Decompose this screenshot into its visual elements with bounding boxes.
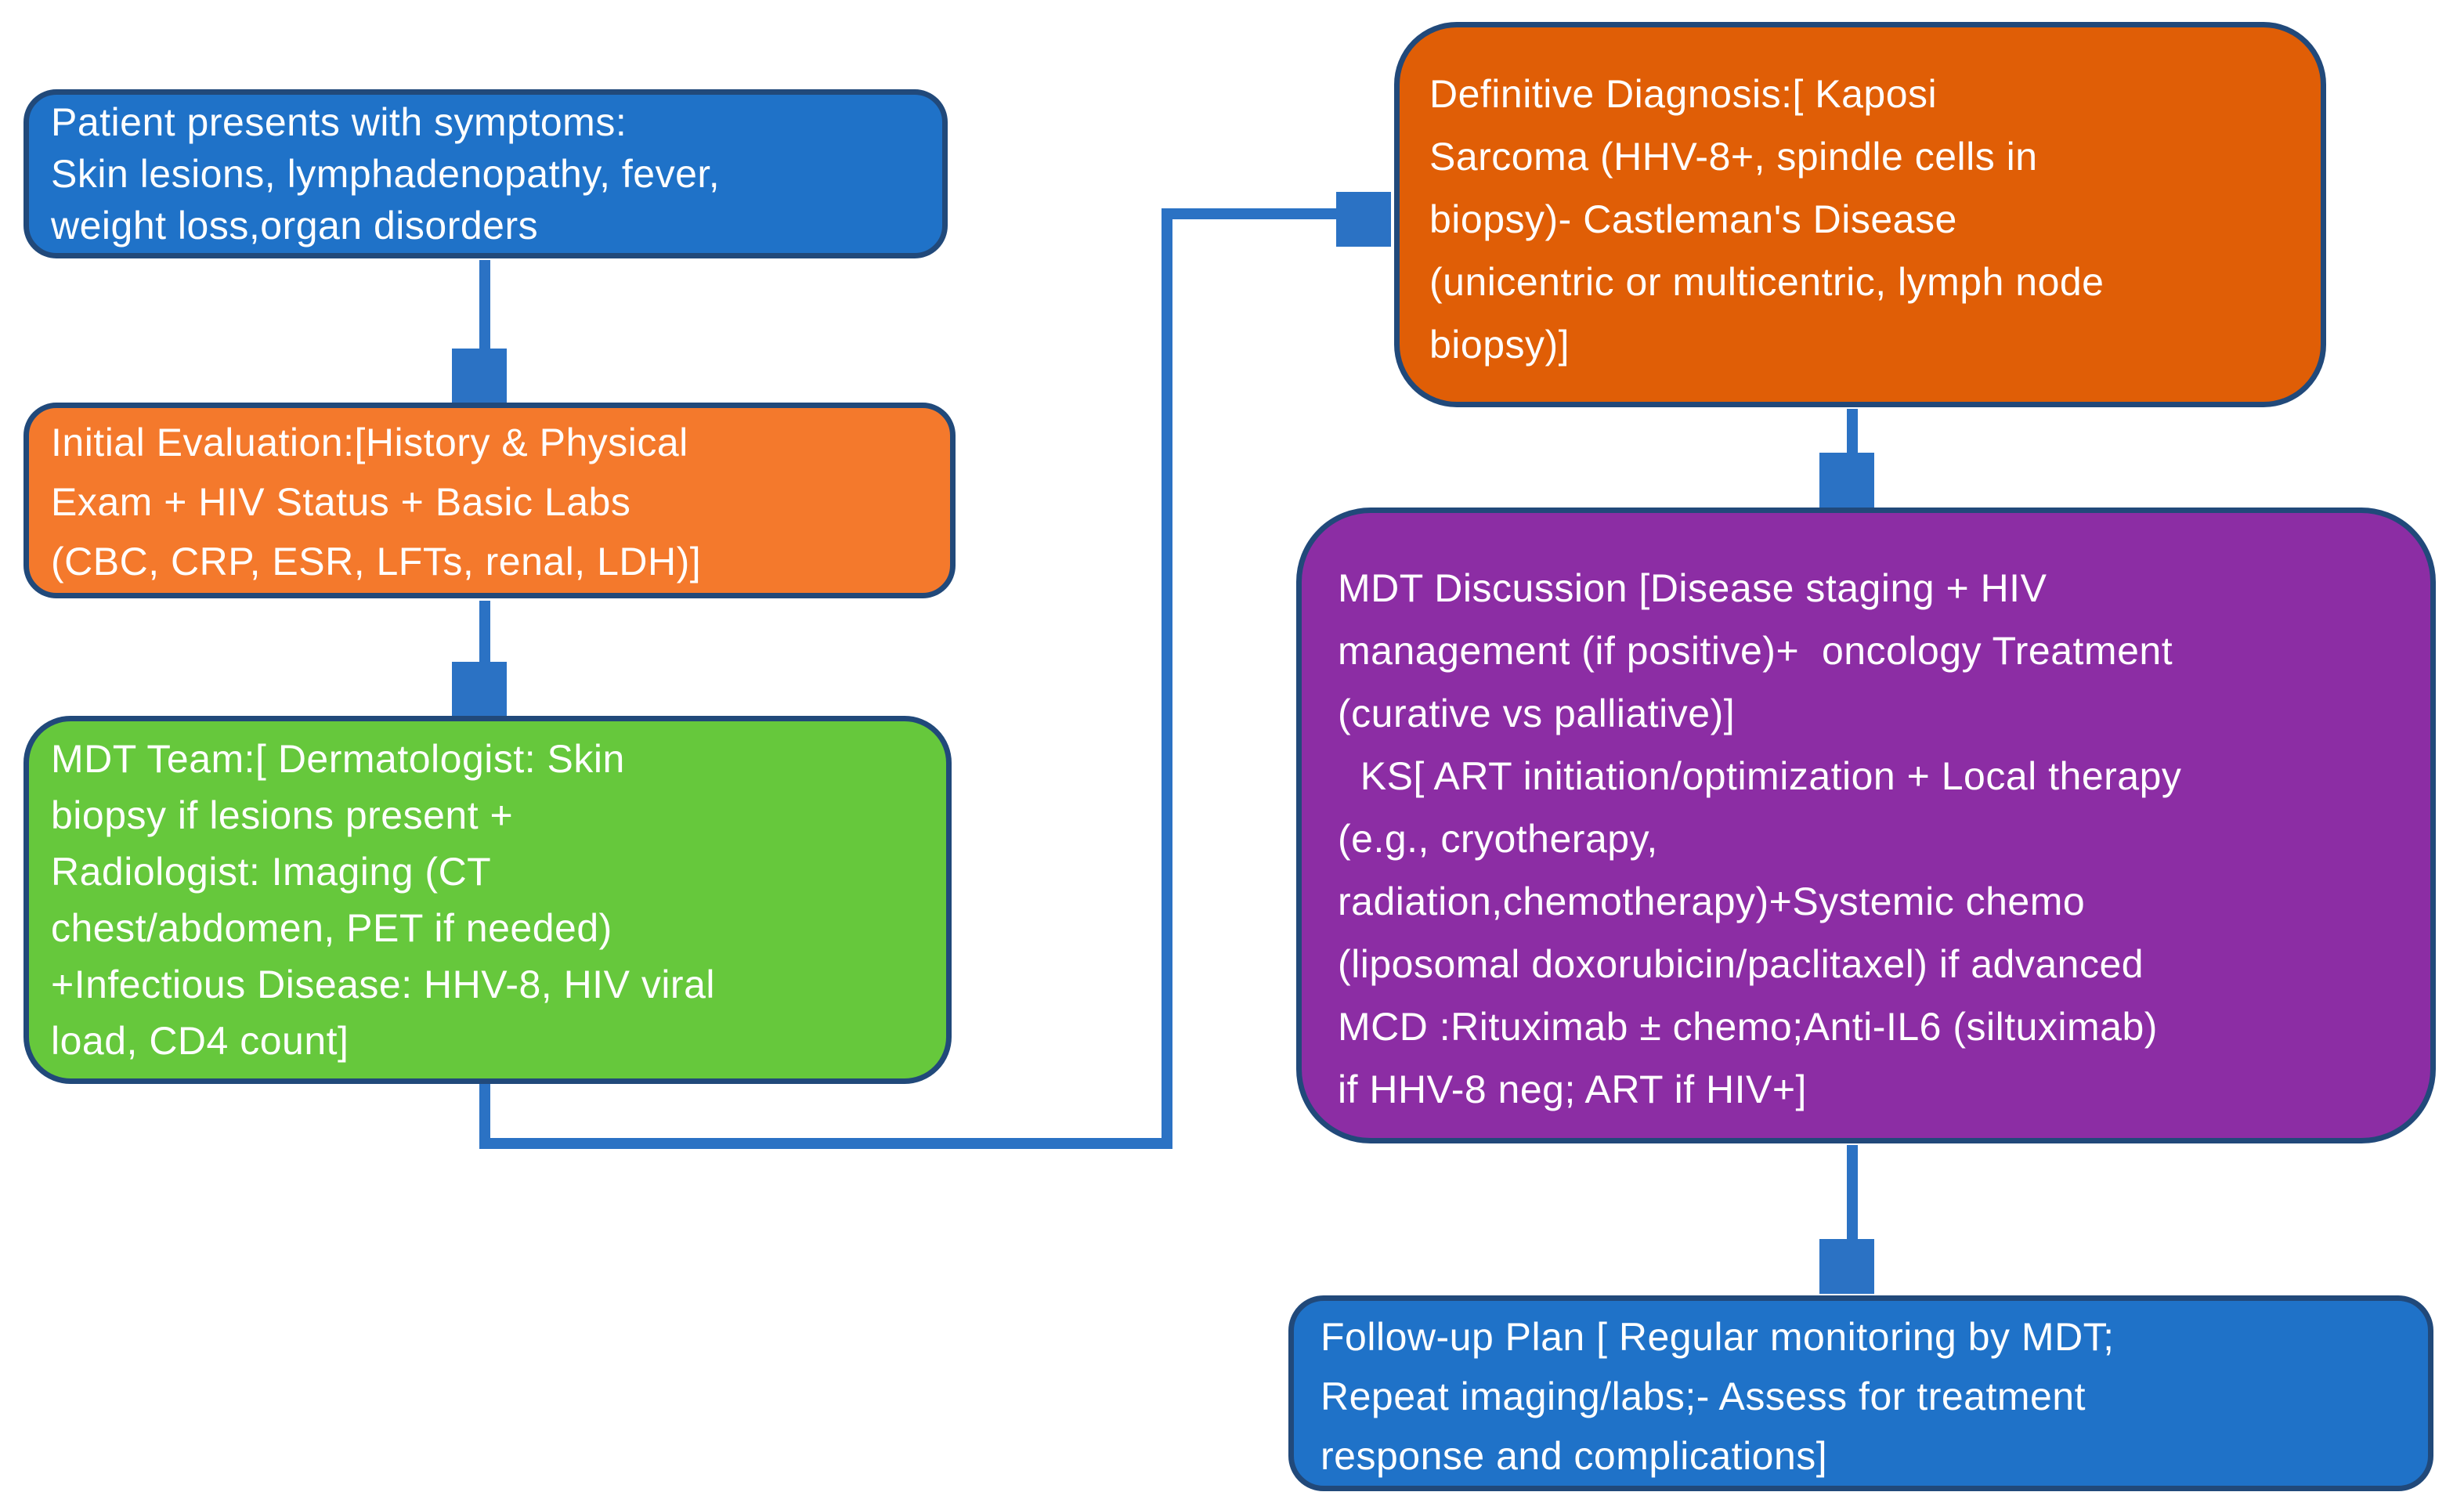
node-initial-evaluation: Initial Evaluation:[History & Physical E… <box>23 403 956 598</box>
node-mdt-team: MDT Team:[ Dermatologist: Skin biopsy if… <box>23 716 952 1084</box>
node-mdt-discussion: MDT Discussion [Disease staging + HIV ma… <box>1296 508 2436 1143</box>
node-patient-symptoms: Patient presents with symptoms: Skin les… <box>23 89 948 258</box>
node-definitive-diagnosis: Definitive Diagnosis:[ Kaposi Sarcoma (H… <box>1394 22 2326 407</box>
node-follow-up-plan: Follow-up Plan [ Regular monitoring by M… <box>1288 1295 2433 1491</box>
